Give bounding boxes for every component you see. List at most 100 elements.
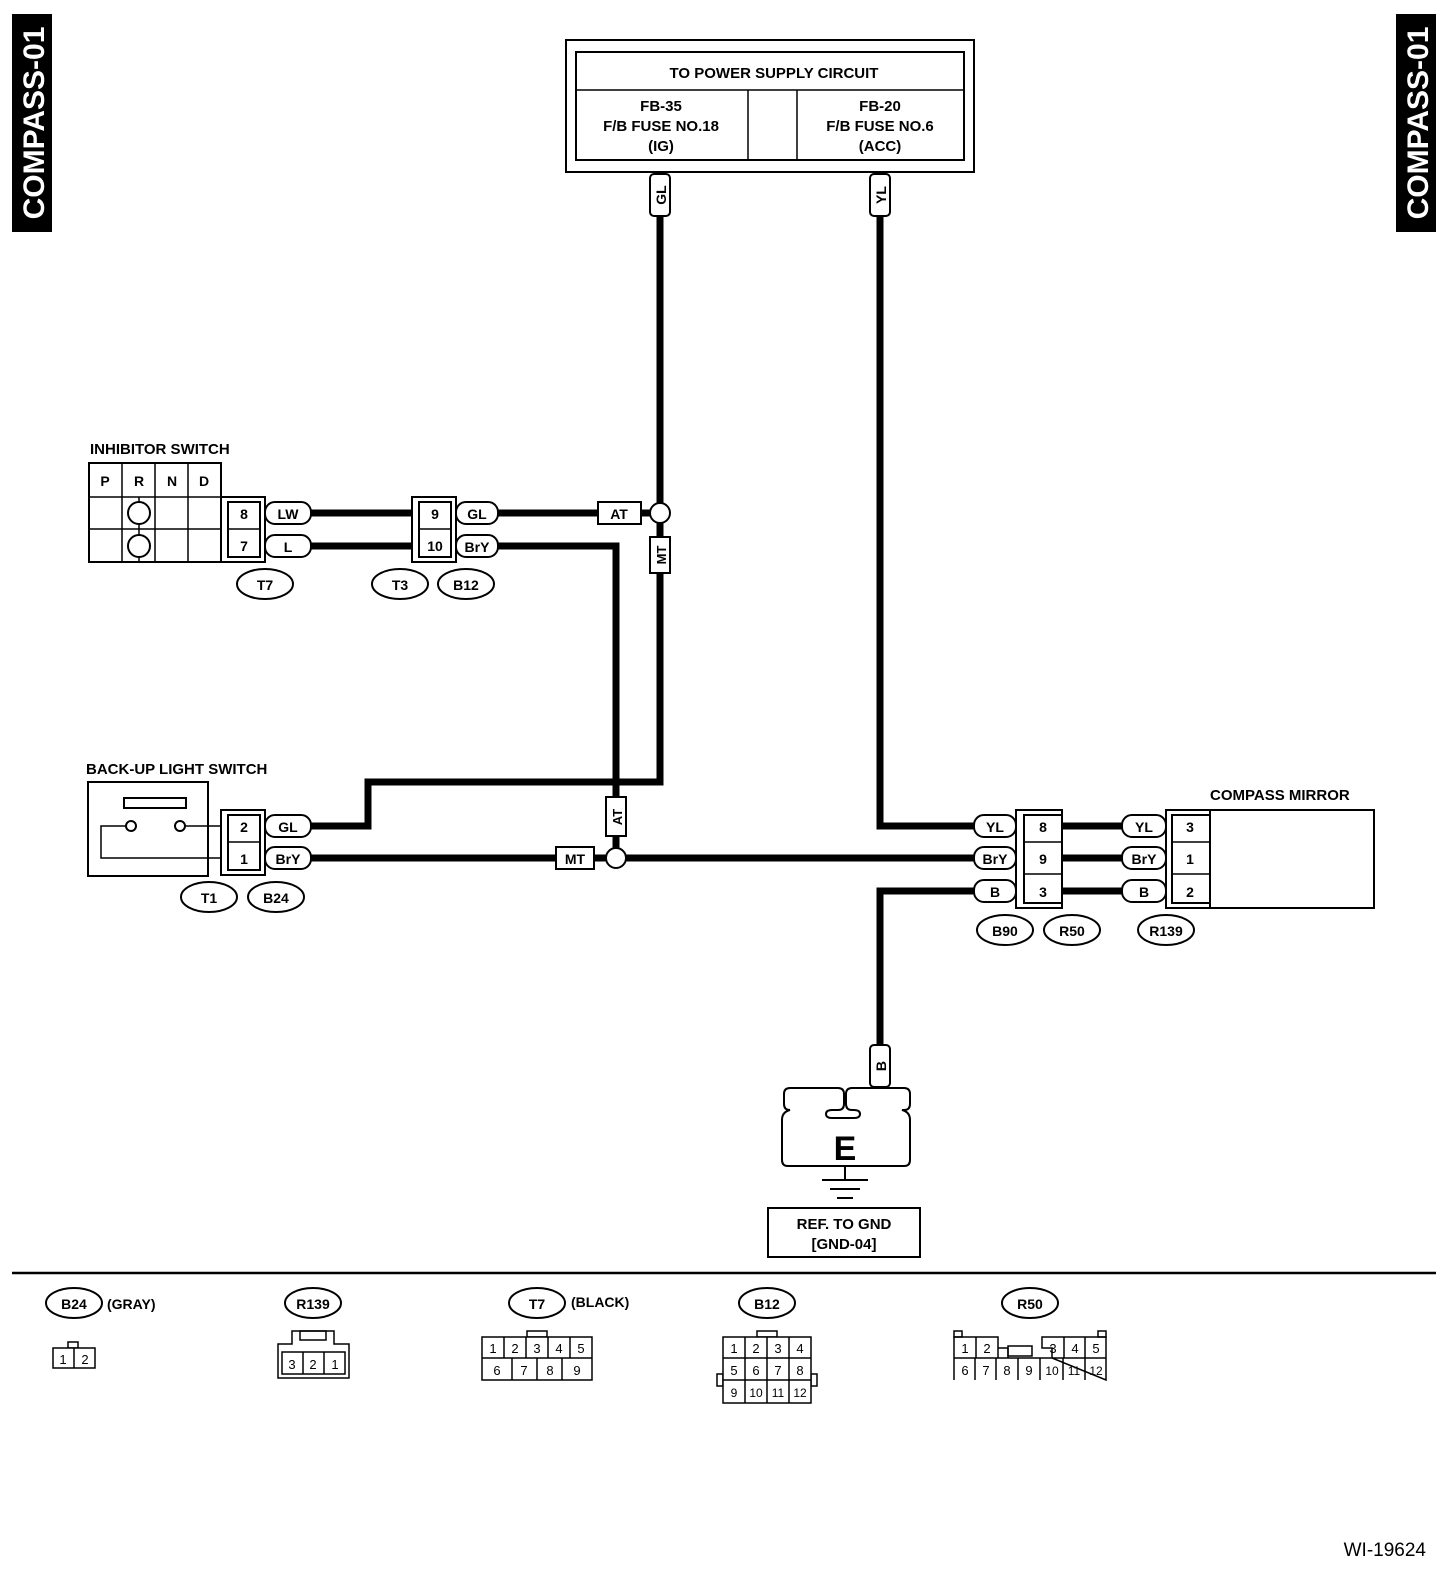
svg-text:6: 6 xyxy=(752,1363,759,1378)
label-mt-upper: MT xyxy=(649,536,671,574)
view-r139-id: R139 xyxy=(296,1296,330,1312)
fuse-right-line3: (ACC) xyxy=(859,138,902,155)
fuse-left-line2: F/B FUSE NO.18 xyxy=(603,118,719,135)
svg-text:5: 5 xyxy=(577,1341,584,1356)
view-t7-note: (BLACK) xyxy=(571,1294,629,1310)
svg-text:3: 3 xyxy=(533,1341,540,1356)
mid-pin-9: 9 xyxy=(431,506,439,522)
svg-text:1: 1 xyxy=(59,1352,66,1367)
position-p: P xyxy=(100,473,109,489)
mirror-center-pin-9: 9 xyxy=(1039,851,1047,867)
label-mt-lower: MT xyxy=(555,846,595,870)
mirror-pin-3: 3 xyxy=(1186,819,1194,835)
wire-ground-b xyxy=(876,887,974,1045)
side-tab-left-label: COMPASS-01 xyxy=(18,27,51,220)
svg-text:5: 5 xyxy=(1092,1341,1099,1356)
svg-text:8: 8 xyxy=(796,1363,803,1378)
backup-pin-2: 2 xyxy=(240,819,248,835)
svg-text:YL: YL xyxy=(873,186,889,204)
svg-text:9: 9 xyxy=(731,1386,738,1400)
svg-text:2: 2 xyxy=(81,1352,88,1367)
power-supply-box: TO POWER SUPPLY CIRCUIT FB-35 F/B FUSE N… xyxy=(565,39,975,173)
view-b24-id: B24 xyxy=(61,1296,87,1312)
splice-node-upper xyxy=(649,502,671,524)
svg-text:MT: MT xyxy=(654,546,669,565)
svg-text:AT: AT xyxy=(610,809,625,825)
connector-view-r139: R139 3 2 1 xyxy=(277,1287,350,1379)
svg-text:1: 1 xyxy=(489,1341,496,1356)
connector-t3: T3 xyxy=(392,577,409,593)
mid-connector: 9 10 GL BrY T3 B12 xyxy=(371,496,499,600)
svg-text:2: 2 xyxy=(752,1341,759,1356)
compass-mirror-title: COMPASS MIRROR xyxy=(1210,787,1350,804)
backup-switch-title: BACK-UP LIGHT SWITCH xyxy=(86,761,267,778)
connector-t7: T7 xyxy=(257,577,274,593)
wire-label-l: L xyxy=(284,539,293,555)
svg-text:3: 3 xyxy=(288,1357,295,1372)
svg-text:3: 3 xyxy=(774,1341,781,1356)
mirror-center-pin-3: 3 xyxy=(1039,884,1047,900)
svg-text:B: B xyxy=(873,1061,889,1071)
svg-text:7: 7 xyxy=(520,1363,527,1378)
ground-ref-line1: REF. TO GND xyxy=(797,1216,892,1233)
backup-pin-1: 1 xyxy=(240,851,248,867)
connector-b90: B90 xyxy=(992,923,1018,939)
connector-r50: R50 xyxy=(1059,923,1085,939)
label-gl-vertical: GL xyxy=(649,173,671,217)
mid-wire-bry: BrY xyxy=(465,539,491,555)
wire-label-lw: LW xyxy=(278,506,300,522)
label-b-ground: B xyxy=(869,1044,891,1088)
fuse-right-line2: F/B FUSE NO.6 xyxy=(826,118,934,135)
svg-text:9: 9 xyxy=(1025,1363,1032,1378)
mirror-right-wire-b: B xyxy=(1139,884,1149,900)
svg-text:8: 8 xyxy=(546,1363,553,1378)
mid-pin-10: 10 xyxy=(427,538,443,554)
connector-view-b24: B24 (GRAY) 1 2 xyxy=(45,1287,156,1369)
connector-view-t7: T7 (BLACK) 1 2 3 4 5 6 7 8 9 xyxy=(481,1287,629,1381)
backup-wire-gl: GL xyxy=(278,819,298,835)
mirror-left-wire-bry: BrY xyxy=(983,851,1009,867)
mirror-left-wire-yl: YL xyxy=(986,819,1004,835)
side-tab-right-label: COMPASS-01 xyxy=(1402,27,1435,220)
svg-text:1: 1 xyxy=(961,1341,968,1356)
svg-text:4: 4 xyxy=(1071,1341,1078,1356)
fuse-left-line3: (IG) xyxy=(648,138,674,155)
svg-text:12: 12 xyxy=(1089,1364,1103,1378)
svg-text:1: 1 xyxy=(730,1341,737,1356)
backup-light-switch: BACK-UP LIGHT SWITCH 2 1 GL BrY T1 B24 xyxy=(86,761,312,913)
mirror-pin-1: 1 xyxy=(1186,851,1194,867)
inhibitor-switch-title: INHIBITOR SWITCH xyxy=(90,441,230,458)
svg-text:1: 1 xyxy=(331,1357,338,1372)
svg-text:10: 10 xyxy=(749,1386,763,1400)
connector-view-b12: B12 1 2 3 4 5 6 7 8 9 10 11 12 xyxy=(716,1287,818,1404)
connector-b24: B24 xyxy=(263,890,289,906)
svg-text:6: 6 xyxy=(493,1363,500,1378)
wires xyxy=(311,216,1122,1045)
side-tab-left: COMPASS-01 xyxy=(12,14,52,232)
connector-view-r50: R50 1 2 3 4 5 6 7 8 9 10 11 12 xyxy=(953,1287,1107,1382)
compass-mirror: COMPASS MIRROR YL BrY B 8 9 3 YL BrY B 3… xyxy=(973,787,1375,946)
svg-text:GL: GL xyxy=(653,185,669,205)
svg-text:AT: AT xyxy=(610,506,628,522)
mirror-left-wire-b: B xyxy=(990,884,1000,900)
svg-text:9: 9 xyxy=(573,1363,580,1378)
inhibitor-switch: INHIBITOR SWITCH P R N D 8 7 LW L T7 xyxy=(88,441,312,600)
side-tab-right: COMPASS-01 xyxy=(1396,14,1436,232)
svg-text:11: 11 xyxy=(1068,1364,1081,1378)
position-r: R xyxy=(134,473,144,489)
ground-reference-box xyxy=(767,1207,921,1258)
view-t7-id: T7 xyxy=(529,1296,546,1312)
label-at-upper: AT xyxy=(597,501,642,525)
fuse-left-line1: FB-35 xyxy=(640,98,682,115)
view-r50-id: R50 xyxy=(1017,1296,1043,1312)
svg-text:2: 2 xyxy=(983,1341,990,1356)
svg-text:MT: MT xyxy=(565,851,586,867)
wire-bry-down xyxy=(498,542,620,797)
inhibitor-pin-7: 7 xyxy=(240,538,248,554)
mirror-pin-2: 2 xyxy=(1186,884,1194,900)
svg-text:2: 2 xyxy=(309,1357,316,1372)
svg-text:3: 3 xyxy=(1049,1341,1056,1356)
mirror-right-wire-bry: BrY xyxy=(1132,851,1158,867)
wire-yl-feed xyxy=(876,216,974,830)
